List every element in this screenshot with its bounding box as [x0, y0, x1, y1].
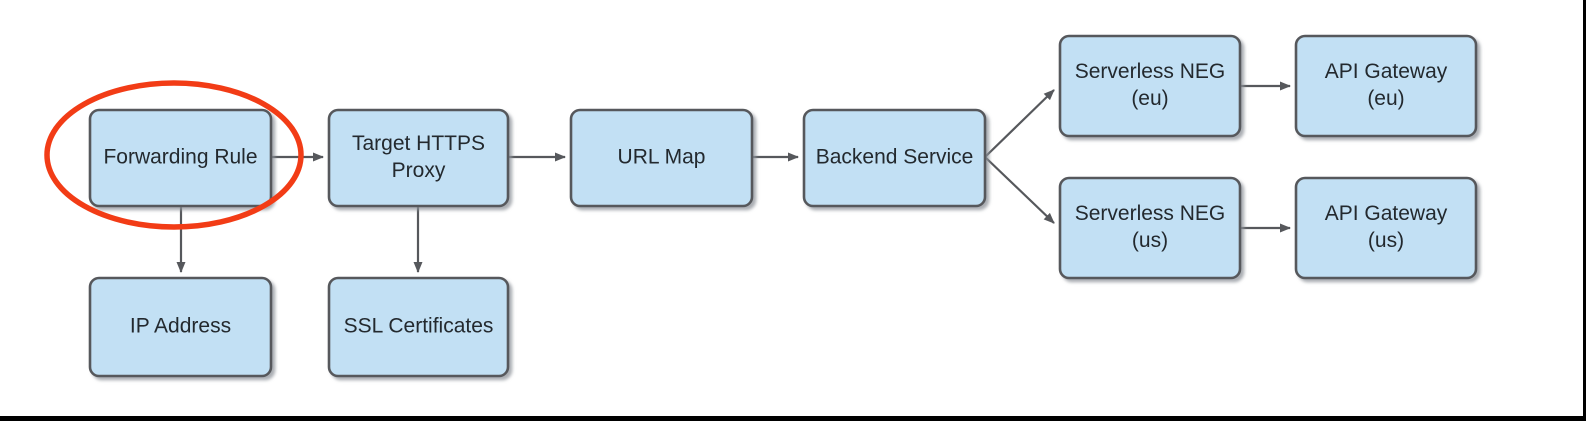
node-box: [1294, 176, 1478, 280]
node-box: [802, 108, 987, 208]
node-label: Proxy: [392, 159, 446, 182]
node-label: Serverless NEG: [1075, 202, 1226, 225]
node-api-gateway-us[interactable]: API Gateway (us): [1294, 176, 1478, 280]
edges-layer: [176, 81, 1291, 273]
node-label: API Gateway: [1325, 202, 1448, 225]
edge-backend-to-neg-eu: [984, 89, 1055, 158]
node-forwarding-rule[interactable]: Forwarding Rule: [88, 108, 273, 208]
node-label: (eu): [1367, 87, 1404, 110]
node-url-map[interactable]: URL Map: [569, 108, 754, 208]
node-label: URL Map: [618, 146, 706, 169]
node-ip-address[interactable]: IP Address: [88, 276, 273, 378]
node-serverless-neg-us[interactable]: Serverless NEG (us): [1058, 176, 1242, 280]
node-box: [1058, 176, 1242, 280]
node-serverless-neg-eu[interactable]: Serverless NEG (eu): [1058, 34, 1242, 138]
node-label: Forwarding Rule: [103, 146, 257, 169]
node-api-gateway-eu[interactable]: API Gateway (eu): [1294, 34, 1478, 138]
node-box: [88, 276, 273, 378]
node-box: [569, 108, 754, 208]
node-label: Target HTTPS: [352, 132, 485, 155]
node-label: IP Address: [130, 315, 231, 338]
node-target-https-proxy[interactable]: Target HTTPS Proxy: [327, 108, 510, 208]
node-label: Backend Service: [816, 146, 974, 169]
nodes-layer: Forwarding Rule Target HTTPS Proxy URL Map B…: [88, 34, 1478, 378]
node-ssl-certificates[interactable]: SSL Certificates: [327, 276, 510, 378]
node-label: Serverless NEG: [1075, 60, 1226, 83]
node-label: SSL Certificates: [344, 315, 494, 338]
node-box: [327, 108, 510, 208]
annotation-layer: [44, 80, 304, 230]
highlight-ellipse-forwarding-rule: [44, 80, 304, 230]
node-label: (eu): [1131, 87, 1168, 110]
node-box: [88, 108, 273, 208]
node-box: [1058, 34, 1242, 138]
node-label: API Gateway: [1325, 60, 1448, 83]
edge-backend-to-neg-us: [984, 156, 1055, 224]
node-backend-service[interactable]: Backend Service: [802, 108, 987, 208]
node-box: [327, 276, 510, 378]
node-label: (us): [1368, 229, 1404, 252]
node-box: [1294, 34, 1478, 138]
node-label: (us): [1132, 229, 1168, 252]
